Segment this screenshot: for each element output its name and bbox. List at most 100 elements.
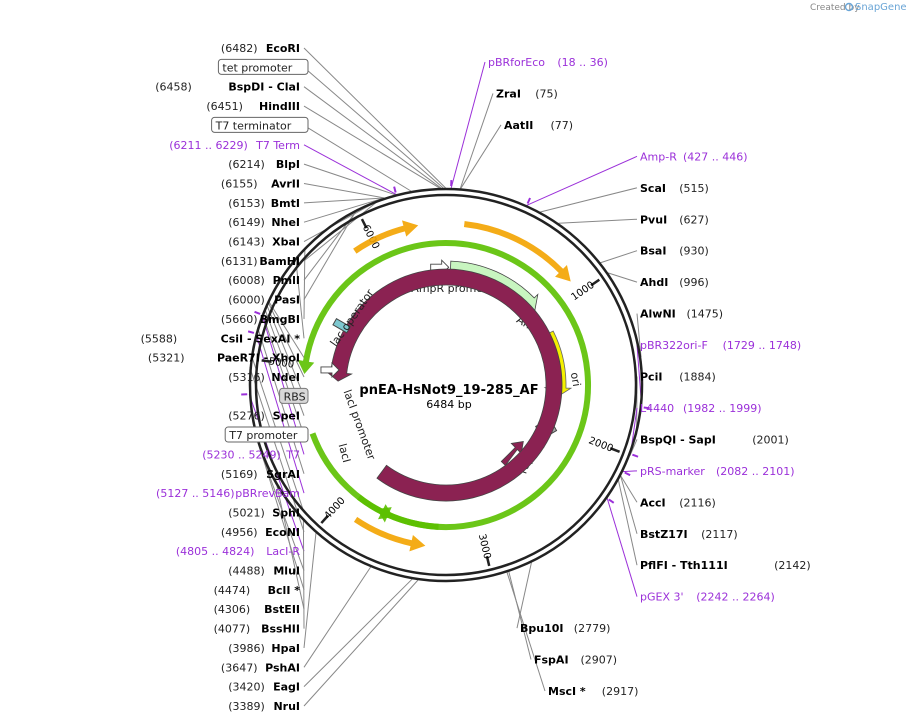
site-coordinate: (5230 .. 5249) <box>202 448 281 461</box>
primer-name: T7 <box>285 448 300 461</box>
enzyme-name: BclI * <box>268 584 301 597</box>
site-coordinate: (2116) <box>679 496 716 509</box>
connector-line <box>276 486 305 610</box>
site-coordinate: (75) <box>535 87 558 100</box>
connector-line <box>526 155 638 206</box>
tick-mark-3000 <box>485 555 491 567</box>
plasmid-backbone <box>248 187 644 583</box>
connector-line <box>265 303 305 397</box>
credit-brand: SnapGene <box>855 2 907 13</box>
connector-line <box>262 457 305 591</box>
connector-line <box>303 86 442 189</box>
enzyme-name: BmtI <box>271 197 300 210</box>
enzyme-name: AatII <box>504 119 533 132</box>
connector-line <box>620 475 638 503</box>
primer-site-mark <box>247 330 255 334</box>
connector-line <box>267 300 305 358</box>
enzyme-name: XbaI <box>272 236 300 249</box>
site-coordinate: (3647) <box>221 661 258 674</box>
label-connectors <box>248 47 643 707</box>
enzyme-name: BstEII <box>264 603 300 616</box>
enzyme-name: SgrAI <box>266 468 300 481</box>
site-coordinate: (1982 .. 1999) <box>683 402 762 415</box>
enzyme-name: BssHII <box>261 623 300 636</box>
enzyme-name: HindIII <box>259 100 300 113</box>
site-coordinate: (5660) <box>221 313 258 326</box>
enzyme-name: EcoRI <box>266 42 300 55</box>
connector-line <box>303 566 372 668</box>
primer-site-mark <box>632 453 639 458</box>
credit-prefix: Created by <box>810 3 860 13</box>
connector-line <box>459 93 494 189</box>
primer-site-mark <box>526 197 531 204</box>
site-coordinate: (5169) <box>221 468 258 481</box>
enzyme-name: CsiI - SexAI * <box>221 332 301 345</box>
site-coordinate: (6155) <box>221 177 258 190</box>
snapgene-logo-icon <box>844 2 854 12</box>
connector-line <box>636 313 642 358</box>
primer-name: T7 Term <box>255 139 300 152</box>
enzyme-name: AhdI <box>640 276 668 289</box>
site-coordinate: (3420) <box>228 681 265 694</box>
site-coordinate: (1884) <box>679 371 716 384</box>
connector-line <box>303 579 419 707</box>
enzyme-name: NdeI <box>271 371 300 384</box>
feature-lac-operator <box>332 318 351 334</box>
enzyme-name: EcoNI <box>265 526 300 539</box>
tick-label: 2000 <box>587 435 615 454</box>
primer-name: pBR322ori-F <box>640 339 708 352</box>
connector-line <box>295 257 305 339</box>
orf-arc <box>297 240 591 530</box>
plasmid-size: 6484 bp <box>426 398 471 411</box>
enzyme-name: PaeR7I - XhoI <box>217 352 300 365</box>
enzyme-name: ZraI <box>496 87 521 100</box>
enzyme-name: SphI <box>272 506 300 519</box>
backbone-outer-strand <box>248 187 644 583</box>
feature-laci-promoter <box>320 361 340 379</box>
enzyme-name: PshAI <box>265 661 300 674</box>
feature-ori-label: ori <box>568 371 583 387</box>
site-coordinate: (5588) <box>141 332 178 345</box>
connector-line <box>607 272 638 283</box>
enzyme-name: MluI <box>273 565 300 578</box>
feature-box-label: T7 terminator <box>215 119 292 132</box>
enzyme-name: PciI <box>640 371 662 384</box>
connector-line <box>303 66 444 189</box>
site-coordinate: (2142) <box>774 559 811 572</box>
tick-label: 4000 <box>323 495 348 521</box>
enzyme-name: BlpI <box>276 158 300 171</box>
enzyme-name: PasI <box>274 294 300 307</box>
site-coordinate: (6451) <box>206 100 243 113</box>
site-coordinate: (6131) <box>221 255 258 268</box>
feature-box-label: T7 promoter <box>228 429 298 442</box>
site-coordinate: (4956) <box>221 526 258 539</box>
enzyme-name: NheI <box>271 216 300 229</box>
connector-line <box>302 520 305 629</box>
site-coordinate: (18 .. 36) <box>557 56 608 69</box>
primer-name: pRS-marker <box>640 465 705 478</box>
connector-line <box>303 163 396 196</box>
enzyme-name: BmgBI <box>260 313 300 326</box>
enzyme-name: PflFI - Tth111I <box>640 559 728 572</box>
primer-site-mark <box>643 406 650 410</box>
enzyme-name: BamHI <box>259 255 300 268</box>
site-coordinate: (627) <box>679 213 709 226</box>
site-coordinate: (2779) <box>574 622 611 635</box>
enzyme-name: BsaI <box>640 245 666 258</box>
connector-line <box>303 144 397 195</box>
connector-line <box>249 367 305 532</box>
site-coordinate: (1729 .. 1748) <box>723 339 802 352</box>
primer-site-mark <box>393 186 397 193</box>
feature-box <box>211 116 309 133</box>
enzyme-name: HpaI <box>271 642 300 655</box>
site-coordinate: (2117) <box>701 528 738 541</box>
primer-name: LacI-R <box>266 545 300 558</box>
connector-line <box>303 209 358 300</box>
connector-line <box>303 532 317 648</box>
connector-line <box>303 105 440 189</box>
site-coordinate: (3389) <box>228 700 265 713</box>
site-coordinate: (5321) <box>148 352 185 365</box>
site-coordinate: (6153) <box>228 197 265 210</box>
connector-line <box>303 47 446 189</box>
